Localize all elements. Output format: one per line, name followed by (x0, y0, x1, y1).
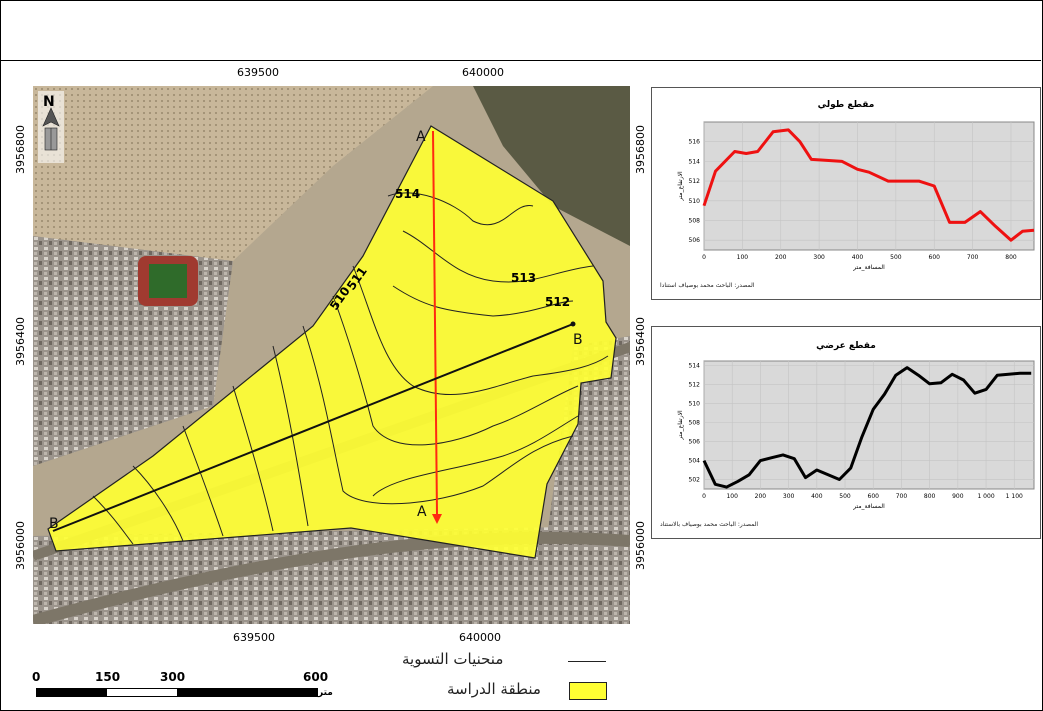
y-tick-label: 506 (689, 439, 701, 446)
x-tick-label: 600 (868, 493, 880, 500)
contour-lines (92, 192, 609, 545)
x-tick-label: 200 (755, 493, 767, 500)
section-line-b (52, 323, 574, 532)
x-tick-label: 1 000 (977, 493, 994, 500)
farm-fields (33, 86, 433, 261)
y-tick-label: 510 (689, 401, 701, 408)
section-a-arrow (432, 514, 442, 524)
x-axis-label: المسافة_متر (852, 503, 885, 510)
y-tick-label: 504 (689, 458, 701, 465)
x-tick-label: 0 (702, 254, 706, 261)
legend-contour-label: منحنيات التسوية (402, 650, 504, 668)
x-tick-label: 400 (811, 493, 823, 500)
contour-label-512: 512 (545, 295, 570, 309)
scale-tick-300: 300 (160, 670, 186, 684)
scale-tick-600: 600 (303, 670, 329, 684)
x-tick-label: 100 (726, 493, 738, 500)
y-tick-label: 512 (689, 382, 701, 389)
y-tick-label: 506 (689, 237, 701, 244)
x-tick-label: 600 (929, 254, 941, 261)
x-tick-label: 100 (737, 254, 749, 261)
x-tick-label: 700 (896, 493, 908, 500)
y-tick-label: 502 (689, 477, 701, 484)
x-tick-label: 500 (890, 254, 902, 261)
scale-unit: متر (318, 688, 333, 698)
y-tick-label: 508 (689, 217, 701, 224)
x-tick-label: 300 (783, 493, 795, 500)
x-tick-label: 900 (952, 493, 964, 500)
x-tick-label: 700 (967, 254, 979, 261)
chart-2-source: المصدر: الباحث محمد بوصياف بالاستناد (660, 521, 759, 528)
chart-longitudinal: مقطع طولي 516 514 512 510 508 506 0 100 200 300 40… (651, 87, 1041, 300)
legend-area-swatch (569, 682, 607, 700)
scale-bar (36, 688, 318, 697)
y-tick-label: 508 (689, 420, 701, 427)
section-b-end (570, 321, 576, 327)
chart-1-source: المصدر: الباحث محمد بوصياف استنادا (660, 282, 755, 289)
x-tick-label: 200 (775, 254, 787, 261)
y-tick-label: 516 (689, 139, 701, 146)
coord-top-2: 640000 (462, 66, 504, 79)
x-tick-label: 1 100 (1006, 493, 1023, 500)
north-arrow: N (38, 91, 64, 163)
label-b-right: B (573, 332, 583, 348)
legend-area-label: منطقة الدراسة (447, 680, 541, 698)
chart-1-plot: 516 514 512 510 508 506 0 100 200 300 400 500 600 700… (677, 121, 1035, 271)
coord-left-2: 3956400 (14, 317, 27, 366)
y-tick-label: 512 (689, 178, 701, 185)
coord-bottom-2: 640000 (459, 631, 501, 644)
section-line-a (432, 130, 438, 515)
study-area-polygon (47, 125, 617, 559)
coord-left-1: 3956800 (14, 125, 27, 174)
plot-area (703, 360, 1035, 490)
coord-top-1: 639500 (237, 66, 279, 79)
highway-south (33, 531, 630, 624)
x-tick-label: 400 (852, 254, 864, 261)
x-tick-label: 800 (1005, 254, 1017, 261)
x-tick-label: 0 (702, 493, 706, 500)
scale-tick-0: 0 (32, 670, 41, 684)
study-area-map: 514 513 512 511 510 A A B B N (33, 86, 630, 624)
y-tick-label: 514 (689, 158, 701, 165)
scale-tick-150: 150 (95, 670, 121, 684)
wooded-hills (473, 86, 630, 246)
profile-line-2 (702, 366, 1032, 489)
north-letter: N (43, 94, 55, 110)
coord-bottom-1: 639500 (233, 631, 275, 644)
north-arrow-icon (42, 107, 60, 127)
coord-right-2: 3956400 (634, 317, 647, 366)
x-tick-label: 300 (813, 254, 825, 261)
plot-area (703, 121, 1035, 251)
y-axis-label: الارتفاع_متر (677, 410, 684, 441)
contour-label-514: 514 (395, 187, 420, 201)
chart-1-title: مقطع طولي (817, 100, 875, 110)
coord-right-3: 3956000 (634, 521, 647, 570)
label-b-left: B (49, 516, 59, 532)
east-urban-block (543, 336, 630, 566)
coord-right-1: 3956800 (634, 125, 647, 174)
label-a-top: A (416, 129, 426, 145)
chart-2-plot: 514 512 510 508 506 504 502 0 100 200 300 400 500 600… (677, 360, 1035, 510)
legend-contour-line (568, 661, 606, 662)
x-tick-label: 800 (924, 493, 936, 500)
x-axis-label: المسافة_متر (852, 264, 885, 271)
south-urban-block (33, 526, 630, 624)
title-band (0, 0, 1041, 61)
x-tick-label: 500 (839, 493, 851, 500)
profile-line-1 (702, 128, 1035, 242)
contour-label-513: 513 (511, 271, 536, 285)
coord-left-3: 3956000 (14, 521, 27, 570)
y-tick-label: 514 (689, 363, 701, 370)
y-axis-label: الارتفاع_متر (677, 171, 684, 202)
chart-cross: مقطع عرضي 514 512 510 508 506 504 502 0 100 200 30… (651, 326, 1041, 539)
label-a-bottom: A (417, 504, 427, 520)
stadium-field (149, 264, 187, 298)
chart-2-title: مقطع عرضي (816, 341, 876, 351)
y-tick-label: 510 (689, 198, 701, 205)
